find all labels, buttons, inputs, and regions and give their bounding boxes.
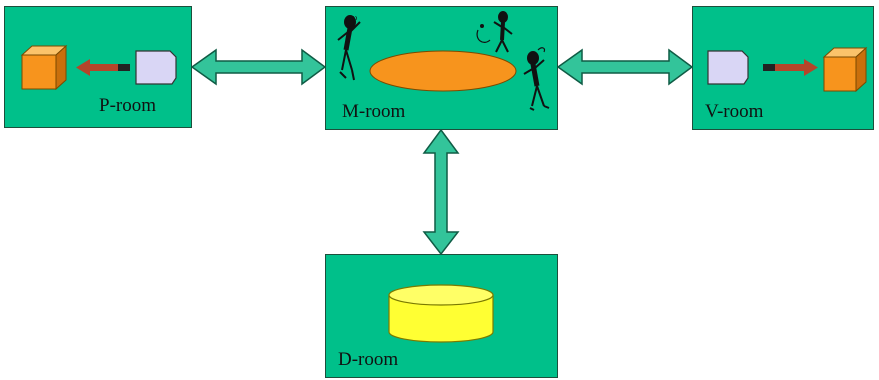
double-arrow-connector-p-m [190,48,327,86]
person-figure-icon: ω [337,13,361,81]
cube-icon [20,44,68,91]
small-arrow-icon [763,59,818,76]
document-icon [707,50,749,85]
small-arrow-icon [76,59,130,76]
svg-text:ω: ω [352,13,357,22]
meeting-table-icon [369,50,517,92]
person-figure-icon [523,47,550,111]
d-room-label: D-room [338,349,399,370]
person-figure-icon [476,11,513,53]
double-arrow-connector-m-v [556,48,694,86]
database-cylinder-icon [388,284,494,343]
double-arrow-connector-m-d [422,128,460,256]
document-icon [135,50,177,85]
v-room-label: V-room [705,101,764,122]
m-room-label: M-room [342,101,406,122]
cube-icon [822,46,868,93]
p-room-label: P-room [99,95,156,116]
m-room-box: M-room [325,6,558,130]
